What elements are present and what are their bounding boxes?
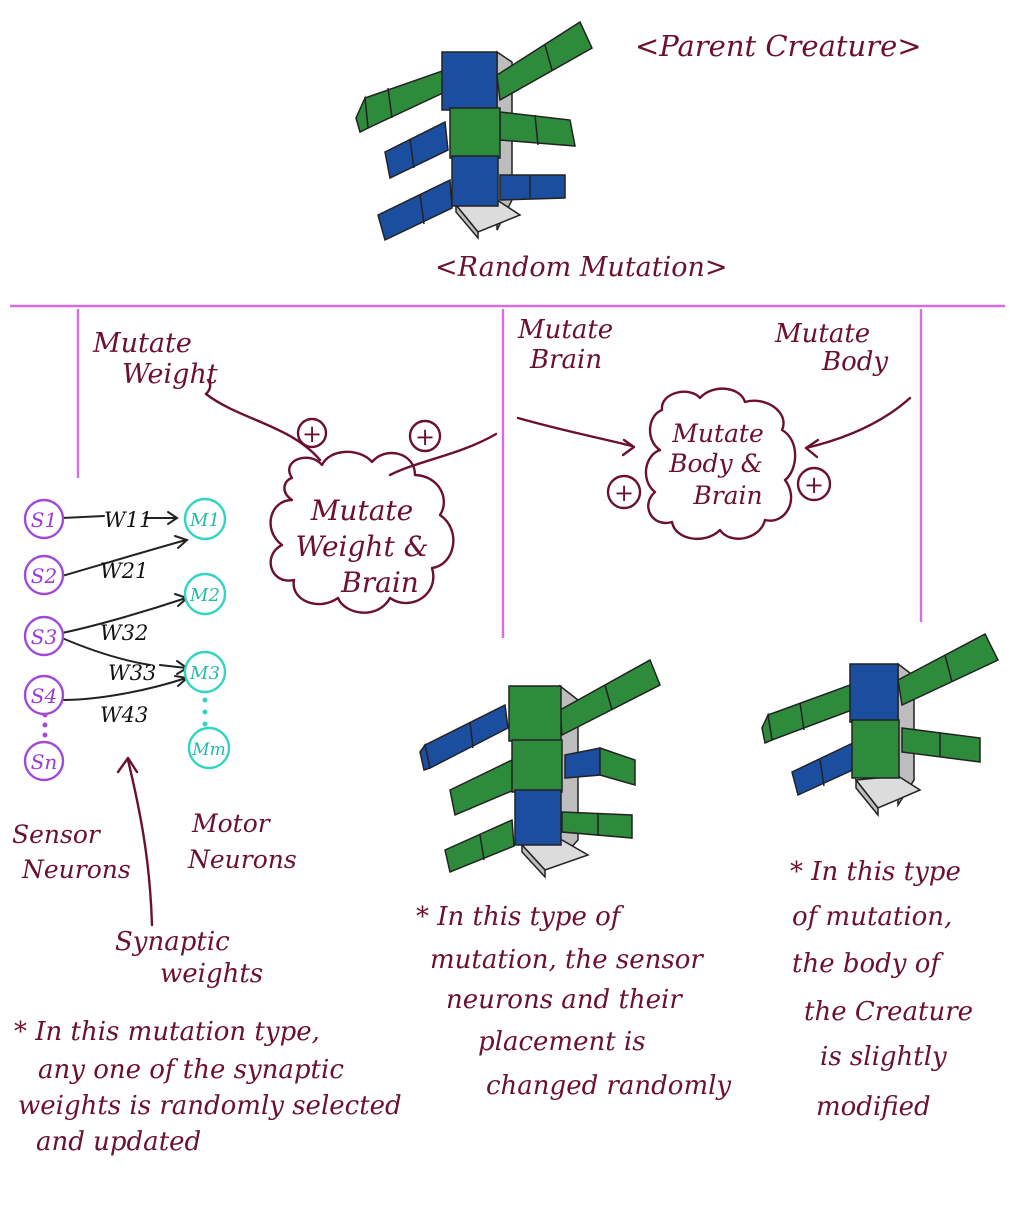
sensor-neuron-s3: S3 [23, 615, 65, 657]
branch-label-mutate-body: Mutate Body [774, 319, 888, 377]
weight-w32: W32 [100, 621, 148, 645]
plus-sign-4: + [796, 466, 832, 502]
note-body-mutation: * In this type of mutation, the body of … [790, 857, 973, 1122]
svg-text:S4: S4 [31, 684, 57, 708]
svg-text:weights is randomly selected: weights is randomly selected [18, 1091, 402, 1121]
svg-text:Neurons: Neurons [21, 855, 131, 884]
synaptic-weight-labels: W11 W21 W32 W33 W43 [100, 508, 156, 727]
mutated-creature-brain [419, 658, 661, 879]
svg-text:S1: S1 [31, 508, 57, 532]
plus-sign-1: + [296, 417, 328, 449]
weight-w33: W33 [108, 661, 156, 685]
svg-text:and updated: and updated [36, 1127, 201, 1157]
svg-text:Body &: Body & [668, 449, 763, 478]
sensor-neurons: S1 S2 S3 S4 Sn [23, 498, 65, 782]
svg-text:changed randomly: changed randomly [486, 1071, 731, 1101]
svg-text:M2: M2 [189, 585, 220, 606]
cloud-mutate-weight-brain: Mutate Weight & Brain [269, 450, 455, 614]
svg-text:neurons and their: neurons and their [446, 985, 683, 1015]
parent-creature [355, 20, 593, 242]
motor-neuron-mm: Mm [187, 726, 231, 770]
branch-label-mutate-brain: Mutate Brain [517, 315, 613, 375]
cloud-mutate-body-brain: Mutate Body & Brain [644, 387, 797, 540]
svg-text:+: + [614, 479, 634, 507]
svg-text:of mutation,: of mutation, [792, 902, 952, 932]
svg-text:Neurons: Neurons [187, 845, 297, 874]
svg-text:Weight &: Weight & [295, 530, 428, 563]
branch-label-mutate-weight: Mutate Weight [92, 328, 218, 390]
svg-text:M3: M3 [189, 663, 220, 684]
connectors [204, 378, 912, 477]
svg-text:Mutate: Mutate [774, 319, 870, 349]
note-brain-mutation: * In this type of mutation, the sensor n… [416, 902, 731, 1101]
svg-text:Weight: Weight [122, 359, 218, 390]
svg-text:M1: M1 [189, 510, 220, 531]
branch-dividers [10, 304, 1005, 638]
sensor-neuron-s1: S1 [23, 498, 65, 540]
svg-text:Brain: Brain [340, 566, 419, 599]
parent-creature-label: <Parent Creature> [635, 29, 922, 63]
motor-neurons-caption: Motor Neurons [187, 809, 297, 874]
sensor-neuron-s4: S4 [23, 674, 65, 716]
svg-text:Motor: Motor [191, 809, 272, 838]
svg-text:+: + [415, 423, 435, 451]
svg-text:* In this type: * In this type [790, 857, 961, 887]
svg-text:Body: Body [821, 347, 888, 377]
svg-text:* In this type of: * In this type of [416, 902, 625, 932]
svg-text:the body of: the body of [792, 949, 944, 979]
svg-text:mutation, the sensor: mutation, the sensor [430, 945, 704, 975]
svg-text:Brain: Brain [529, 345, 602, 375]
sensor-neurons-caption: Sensor Neurons [12, 820, 131, 884]
motor-neurons: M1 M2 M3 Mm [183, 497, 231, 770]
svg-text:+: + [804, 471, 824, 499]
svg-text:* In this mutation type,: * In this mutation type, [14, 1017, 320, 1047]
svg-text:Mutate: Mutate [517, 315, 613, 345]
mutated-creature-body [761, 632, 1000, 818]
sensor-neuron-sn: Sn [23, 740, 65, 782]
svg-text:modified: modified [816, 1092, 931, 1122]
svg-text:Mutate: Mutate [92, 328, 192, 359]
svg-text:Brain: Brain [692, 481, 762, 510]
weight-w21: W21 [100, 559, 148, 583]
synaptic-weights-caption: Synaptic weights [115, 927, 263, 989]
note-weight-mutation: * In this mutation type, any one of the … [14, 1017, 402, 1157]
svg-text:S2: S2 [31, 564, 57, 588]
svg-text:is slightly: is slightly [820, 1042, 947, 1072]
svg-text:S3: S3 [31, 625, 57, 649]
svg-text:the Creature: the Creature [804, 997, 973, 1027]
svg-text:placement is: placement is [478, 1027, 646, 1057]
motor-neuron-m2: M2 [183, 572, 227, 616]
svg-text:Mutate: Mutate [671, 419, 764, 448]
svg-text:Mm: Mm [191, 740, 226, 760]
synaptic-pointer-arrow [116, 756, 154, 927]
svg-text:+: + [302, 420, 322, 448]
svg-text:weights: weights [160, 959, 263, 989]
svg-text:Mutate: Mutate [310, 494, 413, 527]
svg-text:any one of the synaptic: any one of the synaptic [38, 1055, 344, 1085]
motor-neuron-m3: M3 [183, 650, 227, 694]
sensor-neuron-s2: S2 [23, 554, 65, 596]
svg-text:Synaptic: Synaptic [115, 927, 230, 957]
weight-w43: W43 [100, 703, 148, 727]
motor-neuron-m1: M1 [183, 497, 227, 541]
weight-w11: W11 [104, 508, 152, 532]
plus-sign-3: + [606, 474, 642, 510]
plus-sign-2: + [408, 419, 442, 453]
random-mutation-label: <Random Mutation> [435, 252, 728, 283]
svg-text:Sensor: Sensor [12, 820, 102, 849]
svg-text:Sn: Sn [31, 750, 58, 774]
